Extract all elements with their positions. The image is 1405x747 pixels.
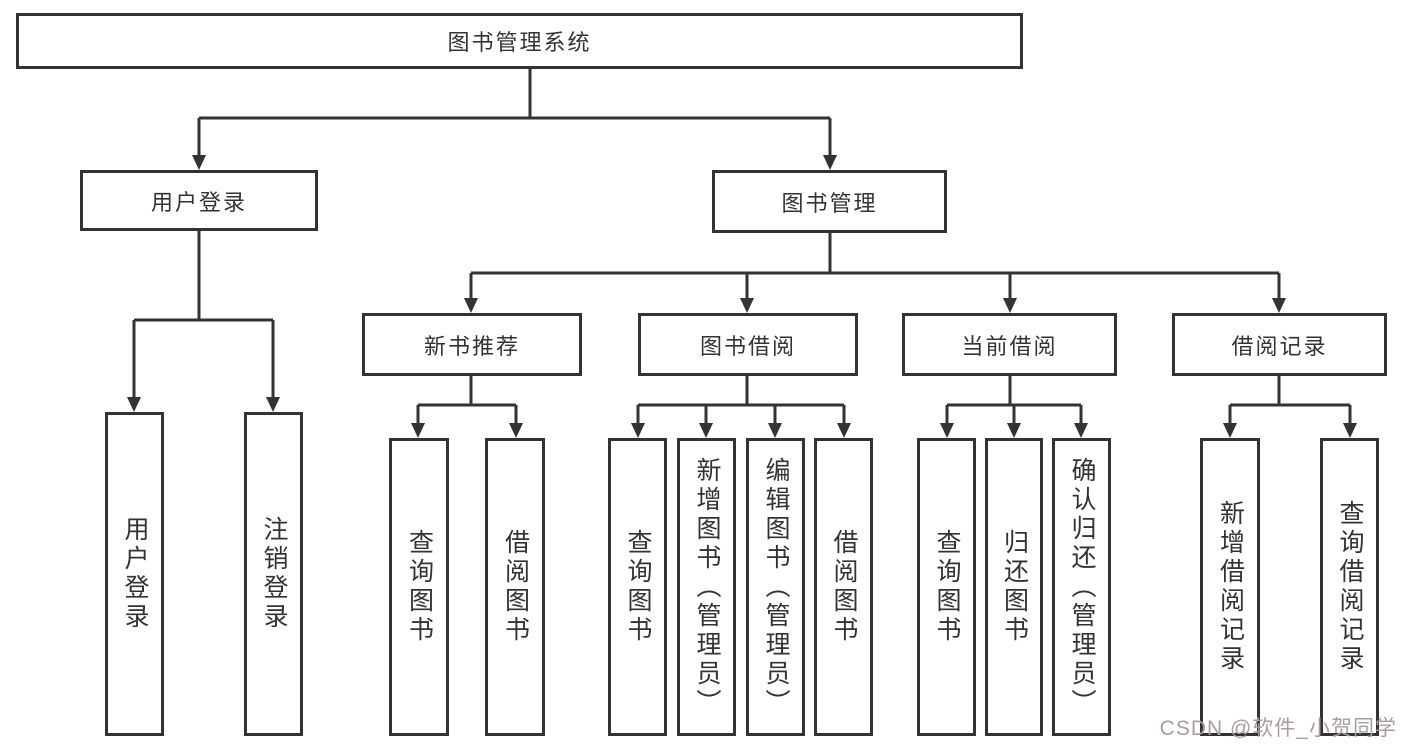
node-return-book: 归还图书 bbox=[985, 438, 1043, 736]
node-new-book-recommend: 新书推荐 bbox=[362, 313, 582, 376]
node-borrow-records: 借阅记录 bbox=[1172, 313, 1387, 376]
node-book-borrow-label: 图书借阅 bbox=[699, 333, 796, 359]
node-borrow-books-leaf: 借阅图书 bbox=[814, 438, 873, 736]
node-add-borrow-record: 新增借阅记录 bbox=[1200, 438, 1260, 736]
node-edit-book-admin-label: 编辑图书（管理员） bbox=[762, 456, 790, 718]
node-add-book-admin: 新增图书（管理员） bbox=[677, 438, 736, 736]
node-root: 图书管理系统 bbox=[16, 13, 1023, 69]
node-book-management: 图书管理 bbox=[712, 170, 947, 233]
connector-segments bbox=[132, 69, 1352, 425]
node-borrow-books-recommend-label: 借阅图书 bbox=[501, 529, 530, 645]
node-user-login: 用户登录 bbox=[80, 170, 318, 231]
node-query-books-recommend: 查询图书 bbox=[389, 438, 449, 736]
node-borrow-records-label: 借阅记录 bbox=[1231, 333, 1328, 359]
node-edit-book-admin: 编辑图书（管理员） bbox=[746, 438, 805, 736]
node-current-borrow-label: 当前借阅 bbox=[961, 333, 1058, 359]
node-query-books-current: 查询图书 bbox=[917, 438, 976, 736]
arrowheads bbox=[127, 155, 1357, 438]
node-return-book-label: 归还图书 bbox=[1000, 529, 1029, 645]
node-confirm-return-admin-label: 确认归还（管理员） bbox=[1068, 456, 1096, 718]
node-new-book-recommend-label: 新书推荐 bbox=[423, 333, 520, 359]
node-user-login-label: 用户登录 bbox=[150, 189, 247, 215]
node-query-borrow-record: 查询借阅记录 bbox=[1320, 438, 1379, 736]
node-borrow-books-recommend: 借阅图书 bbox=[485, 438, 545, 736]
node-query-books-current-label: 查询图书 bbox=[933, 529, 961, 645]
node-query-books-borrow-label: 查询图书 bbox=[624, 529, 652, 645]
node-logout: 注销登录 bbox=[244, 412, 303, 736]
node-confirm-return-admin: 确认归还（管理员） bbox=[1052, 438, 1111, 736]
node-query-books-borrow: 查询图书 bbox=[608, 438, 667, 736]
node-current-borrow: 当前借阅 bbox=[902, 313, 1117, 376]
node-borrow-books-leaf-label: 借阅图书 bbox=[830, 529, 858, 645]
node-query-borrow-record-label: 查询借阅记录 bbox=[1336, 500, 1364, 674]
node-user-login-leaf: 用户登录 bbox=[105, 412, 164, 736]
node-query-books-recommend-label: 查询图书 bbox=[405, 529, 434, 645]
node-book-borrow: 图书借阅 bbox=[638, 313, 858, 376]
node-user-login-leaf-label: 用户登录 bbox=[121, 516, 149, 632]
node-add-book-admin-label: 新增图书（管理员） bbox=[693, 456, 721, 718]
node-root-label: 图书管理系统 bbox=[447, 30, 592, 55]
node-book-management-label: 图书管理 bbox=[781, 190, 878, 216]
node-logout-label: 注销登录 bbox=[260, 516, 288, 632]
csdn-watermark: CSDN @软件_小贺同学 bbox=[1159, 717, 1397, 740]
node-add-borrow-record-label: 新增借阅记录 bbox=[1216, 500, 1245, 674]
